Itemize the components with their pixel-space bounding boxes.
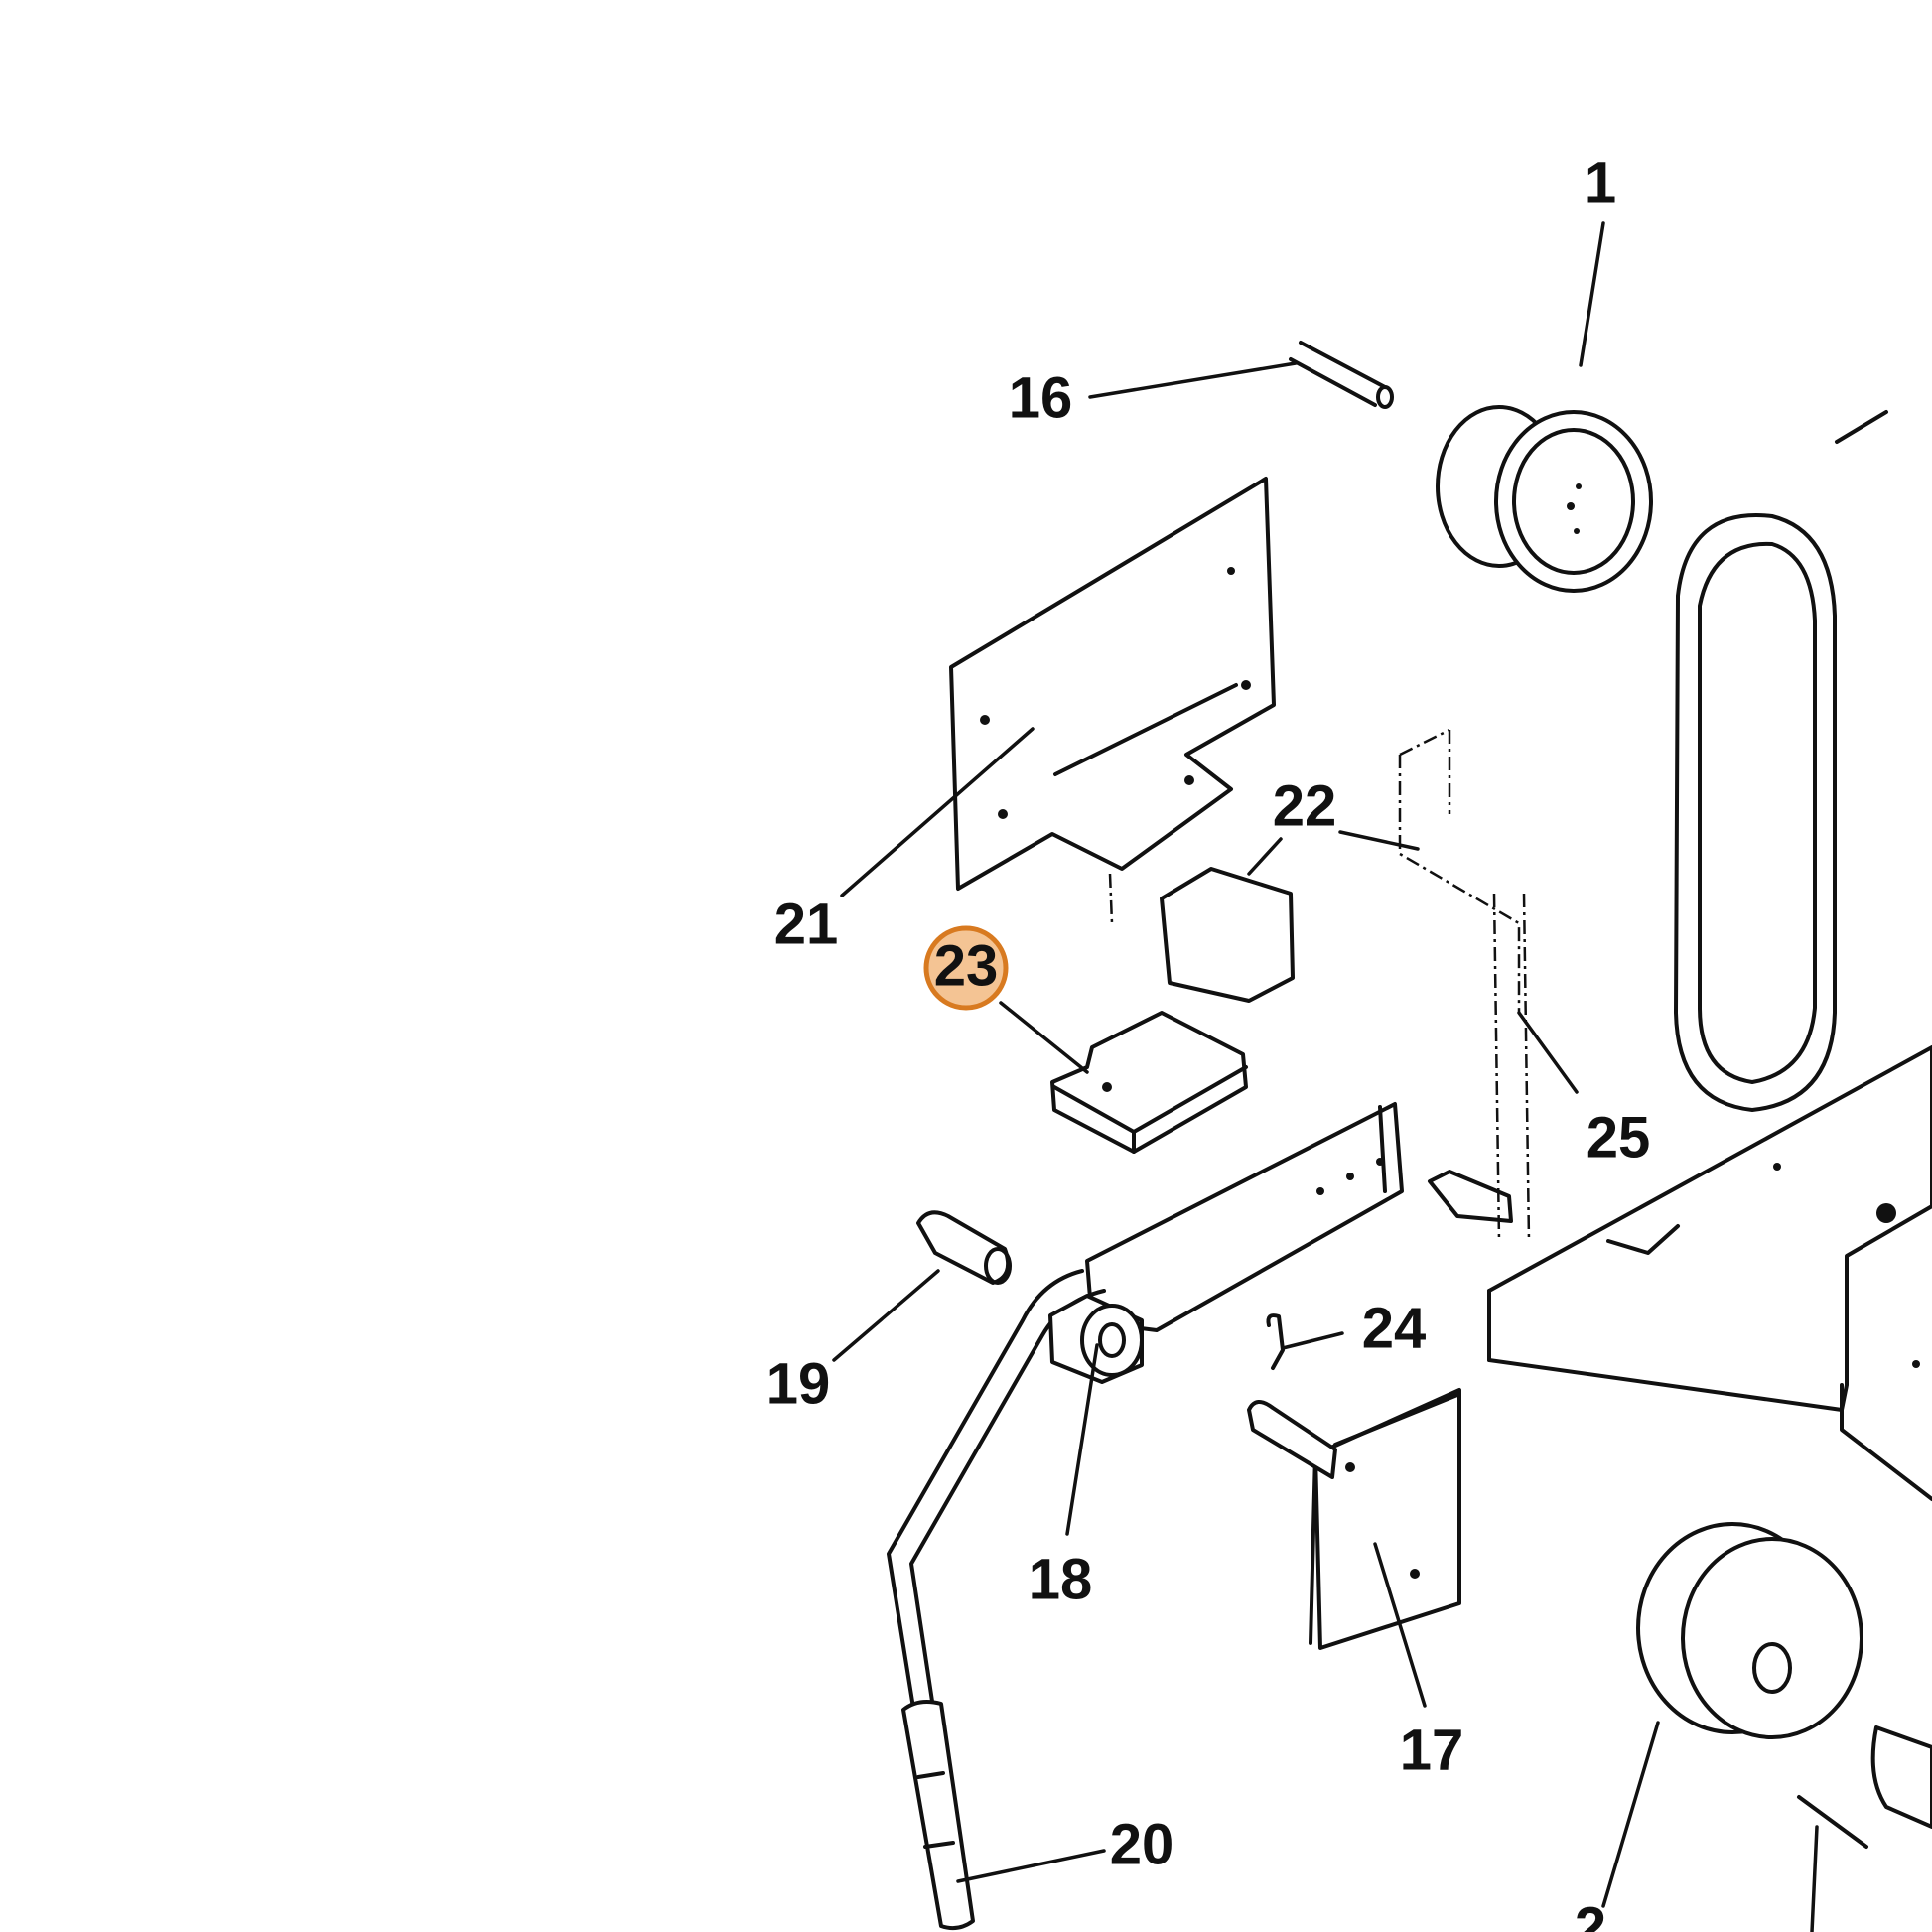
callout-21[interactable]: 21 bbox=[774, 892, 839, 956]
part-19-sleeve bbox=[916, 1210, 1012, 1285]
leader-25 bbox=[1517, 1011, 1579, 1094]
part-18-pivot bbox=[1048, 1294, 1144, 1384]
callout-23[interactable]: 23 bbox=[934, 933, 999, 998]
part-17-plate bbox=[1247, 1388, 1461, 1650]
callout-17[interactable]: 17 bbox=[1400, 1718, 1464, 1782]
callout-2[interactable]: 2 bbox=[1575, 1895, 1606, 1932]
part-1-pulley bbox=[1436, 405, 1653, 593]
callout-22[interactable]: 22 bbox=[1273, 773, 1337, 838]
callout-23-highlight bbox=[923, 925, 1009, 1011]
leader-1 bbox=[1579, 221, 1605, 367]
part-23-block bbox=[1050, 1011, 1248, 1154]
callout-24[interactable]: 24 bbox=[1362, 1296, 1427, 1360]
callout-labels: 1 16 21 22 23 25 19 24 18 17 20 2 bbox=[766, 150, 1651, 1932]
leader-22b bbox=[1247, 837, 1283, 876]
part-24-cotter-pin bbox=[1266, 1313, 1285, 1370]
main-frame bbox=[1487, 1045, 1932, 1501]
leader-16 bbox=[1088, 361, 1298, 399]
leader-right bbox=[1810, 1825, 1819, 1932]
leader-18 bbox=[1065, 1343, 1099, 1536]
leader-23 bbox=[999, 1001, 1089, 1074]
part-16-pin bbox=[1289, 341, 1394, 409]
callout-18[interactable]: 18 bbox=[1029, 1547, 1093, 1611]
callout-19[interactable]: 19 bbox=[766, 1351, 831, 1416]
leader-lines bbox=[832, 221, 1819, 1932]
drive-belt bbox=[1674, 410, 1888, 1112]
part-2-pulley bbox=[1636, 1522, 1932, 1849]
callout-16[interactable]: 16 bbox=[1009, 365, 1073, 430]
leader-21 bbox=[840, 727, 1035, 897]
leader-2 bbox=[1601, 1721, 1660, 1908]
leader-20 bbox=[956, 1849, 1106, 1883]
part-22-bracket bbox=[1108, 728, 1521, 1013]
part-21-plate bbox=[949, 477, 1276, 891]
part-25-column bbox=[1428, 893, 1531, 1242]
leader-17 bbox=[1373, 1542, 1427, 1708]
leader-22 bbox=[1338, 830, 1420, 851]
leader-19 bbox=[832, 1269, 940, 1362]
leader-24 bbox=[1281, 1331, 1344, 1350]
callout-1[interactable]: 1 bbox=[1585, 150, 1616, 214]
callout-25[interactable]: 25 bbox=[1587, 1105, 1651, 1170]
callout-20[interactable]: 20 bbox=[1110, 1812, 1174, 1876]
